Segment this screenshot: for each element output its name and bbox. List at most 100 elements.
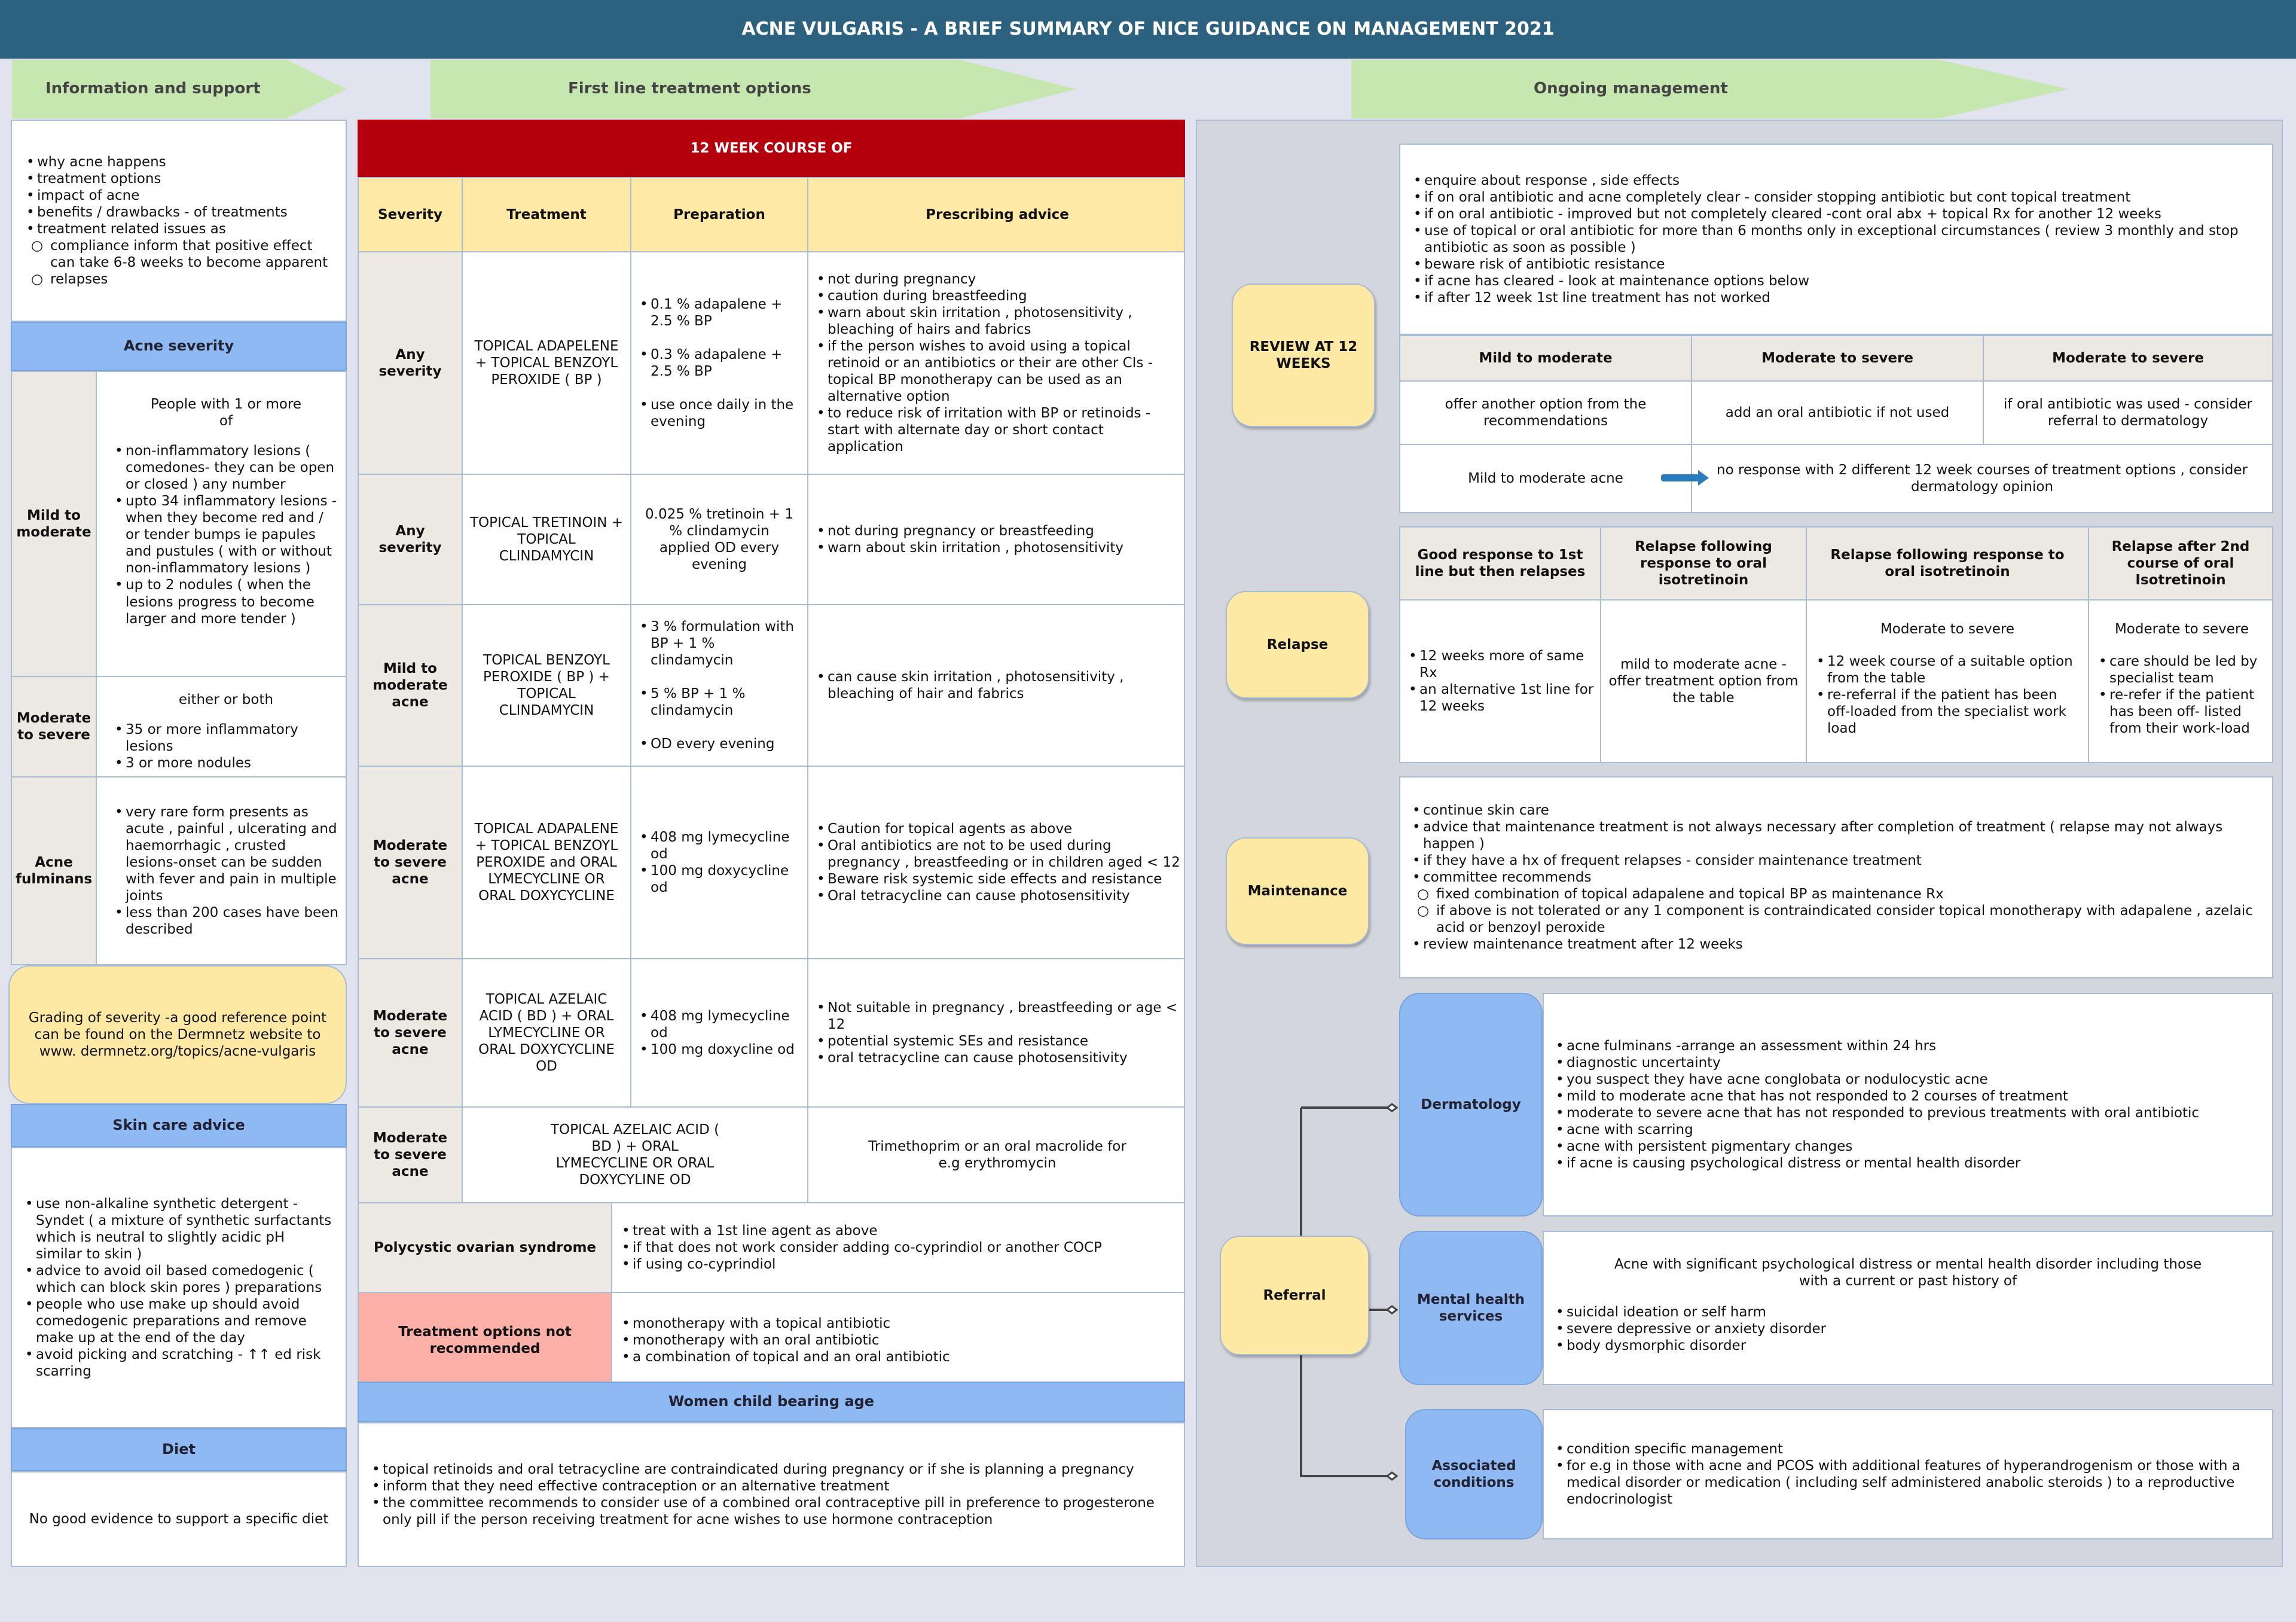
list-item: use once daily in the evening (637, 397, 801, 430)
list-item: suicidal ideation or self harm (1553, 1304, 2263, 1321)
list-item: beware risk of antibiotic resistance (1411, 256, 2261, 273)
list-item: Beware risk systemic side effects and re… (814, 871, 1180, 888)
dermatology-criteria: acne fulminans -arrange an assessment wi… (1543, 993, 2273, 1216)
list-item: 100 mg doxycycline od (637, 862, 801, 896)
table-row-severity: Any severity (359, 252, 463, 475)
list-item: advice that maintenance treatment is not… (1410, 819, 2263, 852)
col-header: Relapse following response to oral isotr… (1807, 528, 2089, 600)
diet-text: No good evidence to support a specific d… (11, 1471, 347, 1567)
mild-moderate-acne-label: Mild to moderate acne (1400, 445, 1692, 512)
list-item: 5 % BP + 1 % clindamycin (637, 685, 801, 719)
list-item: mild to moderate acne that has not respo… (1553, 1088, 2199, 1105)
list-item: not during pregnancy or breastfeeding (814, 523, 1123, 539)
table-row-preparation: 408 mg lymecycline od 100 mg doxycline o… (631, 959, 808, 1108)
table-row-severity: Moderate to severe acne (359, 959, 463, 1108)
list-item: potential systemic SEs and resistance (814, 1033, 1180, 1050)
list-item: Oral antibiotics are not to be used duri… (814, 837, 1180, 871)
treatment-table: Severity Treatment Preparation Prescribi… (358, 177, 1185, 1386)
col-header-advice: Prescribing advice (808, 178, 1184, 252)
arrow-right-icon (1661, 470, 1709, 486)
maintenance-node: Maintenance (1226, 837, 1369, 945)
col-header: Moderate to severe (1984, 336, 2272, 382)
list-item: if on oral antibiotic - improved but not… (1411, 206, 2261, 222)
list-item: monotherapy with a topical antibiotic (619, 1315, 950, 1332)
table-row-treatment: TOPICAL BENZOYL PEROXIDE ( BP ) + TOPICA… (463, 605, 631, 767)
relapse-cell: 12 weeks more of same Rx an alternative … (1400, 600, 1601, 762)
list-item: moderate to severe acne that has not res… (1553, 1105, 2199, 1121)
list-item: if above is not tolerated or any 1 compo… (1410, 903, 2263, 936)
table-row-advice: Not suitable in pregnancy , breastfeedin… (808, 959, 1184, 1108)
ongoing-section-header: Ongoing management (1351, 60, 2069, 118)
not-recommended-list: monotherapy with a topical antibiotic mo… (612, 1293, 1184, 1385)
table-row-treatment: TOPICAL TRETINOIN + TOPICAL CLINDAMYCIN (463, 475, 631, 605)
table-row-severity: Moderate to severe acne (359, 767, 463, 959)
list-item: OD every evening (637, 736, 801, 752)
list-item: review maintenance treatment after 12 we… (1410, 936, 2263, 953)
list-item: care should be led by specialist team (2096, 653, 2267, 687)
list-item: fixed combination of topical adapalene a… (1410, 886, 2263, 903)
mental-health-criteria: Acne with significant psychological dist… (1543, 1231, 2273, 1385)
table-row-treatment: TOPICAL ADAPELENE + TOPICAL BENZOYL PERO… (463, 252, 631, 475)
table-row-advice: Caution for topical agents as above Oral… (808, 767, 1184, 959)
skin-care-header: Skin care advice (11, 1104, 347, 1147)
acne-severity-header: Acne severity (11, 322, 347, 371)
list-item: people who use make up should avoid come… (23, 1296, 335, 1346)
list-item: if on oral antibiotic and acne completel… (1411, 189, 2261, 206)
moderate-severe-criteria: either or both 35 or more inflammatory l… (97, 677, 346, 778)
table-row-severity: Any severity (359, 475, 463, 605)
moderate-severe-label: Moderate to severe (12, 677, 97, 778)
list-item: treatment related issues as (24, 221, 334, 237)
list-item: re-referral if the patient has been off-… (1814, 687, 2081, 737)
criteria-intro: either or both (178, 692, 274, 708)
list-item: body dysmorphic disorder (1553, 1337, 2263, 1354)
table-row-advice: can cause skin irritation , photosensiti… (808, 605, 1184, 767)
list-item: condition specific management (1553, 1441, 2263, 1458)
list-item: impact of acne (24, 187, 334, 204)
table-row-preparation: 3 % formulation with BP + 1 % clindamyci… (631, 605, 808, 767)
table-row-preparation: 408 mg lymecycline od 100 mg doxycycline… (631, 767, 808, 959)
first-line-section-header: First line treatment options (430, 60, 1076, 118)
list-item: treatment options (24, 170, 334, 187)
col-header: Moderate to severe (1692, 336, 1984, 382)
col-header: Relapse following response to oral isotr… (1601, 528, 1807, 600)
list-item: if after 12 week 1st line treatment has … (1411, 289, 2261, 306)
list-item: treat with a 1st line agent as above (619, 1222, 1102, 1239)
list-item: 408 mg lymecycline od (637, 829, 801, 862)
list-item: very rare form presents as acute , painf… (112, 804, 340, 904)
relapse-cell: Moderate to severe care should be led by… (2089, 600, 2272, 762)
list-item: can cause skin irritation , photosensiti… (814, 669, 1180, 702)
list-item: 0.3 % adapalene + 2.5 % BP (637, 346, 801, 380)
dermatology-node: Dermatology (1399, 993, 1543, 1216)
list-item: up to 2 nodules ( when the lesions progr… (112, 577, 340, 627)
table-row-treatment: TOPICAL ADAPALENE + TOPICAL BENZOYL PERO… (463, 767, 631, 959)
table-row-severity: Mild to moderate acne (359, 605, 463, 767)
acne-fulminans-label: Acne fulminans (12, 778, 97, 964)
referral-connector-lines (1300, 1103, 1399, 1481)
associated-conditions-node: Associated conditions (1405, 1409, 1543, 1539)
acne-fulminans-criteria: very rare form presents as acute , painf… (97, 778, 346, 964)
relapse-cell: mild to moderate acne - offer treatment … (1601, 600, 1807, 762)
skin-care-box: use non-alkaline synthetic detergent - S… (11, 1147, 347, 1428)
review-notes: enquire about response , side effects if… (1399, 144, 2273, 335)
list-item: diagnostic uncertainty (1553, 1054, 2199, 1071)
list-item: topical retinoids and oral tetracycline … (370, 1461, 1173, 1478)
list-item: 12 weeks more of same Rx (1406, 648, 1594, 681)
col-header: Mild to moderate (1400, 336, 1692, 382)
criteria-intro: People with 1 or more of (150, 397, 302, 429)
list-item: Caution for topical agents as above (814, 821, 1180, 837)
list-item: if acne has cleared - look at maintenanc… (1411, 273, 2261, 289)
list-item: why acne happens (24, 154, 334, 170)
table-cell: if oral antibiotic was used - consider r… (1984, 382, 2272, 445)
list-item: 3 or more nodules (112, 755, 340, 772)
list-item: use of topical or oral antibiotic for mo… (1411, 222, 2261, 256)
list-item: monotherapy with an oral antibiotic (619, 1332, 950, 1349)
list-item: continue skin care (1410, 802, 2263, 819)
list-item: advice to avoid oil based comedogenic ( … (23, 1263, 335, 1296)
list-item: caution during breastfeeding (814, 288, 1180, 304)
cell-subheading: Moderate to severe (1880, 621, 2015, 637)
list-item: less than 200 cases have been described (112, 904, 340, 938)
list-item: oral tetracycline can cause photosensiti… (814, 1050, 1180, 1066)
grading-reference-note: Grading of severity -a good reference po… (8, 965, 347, 1104)
col-header-severity: Severity (359, 178, 463, 252)
col-header: Relapse after 2nd course of oral Isotret… (2089, 528, 2272, 600)
